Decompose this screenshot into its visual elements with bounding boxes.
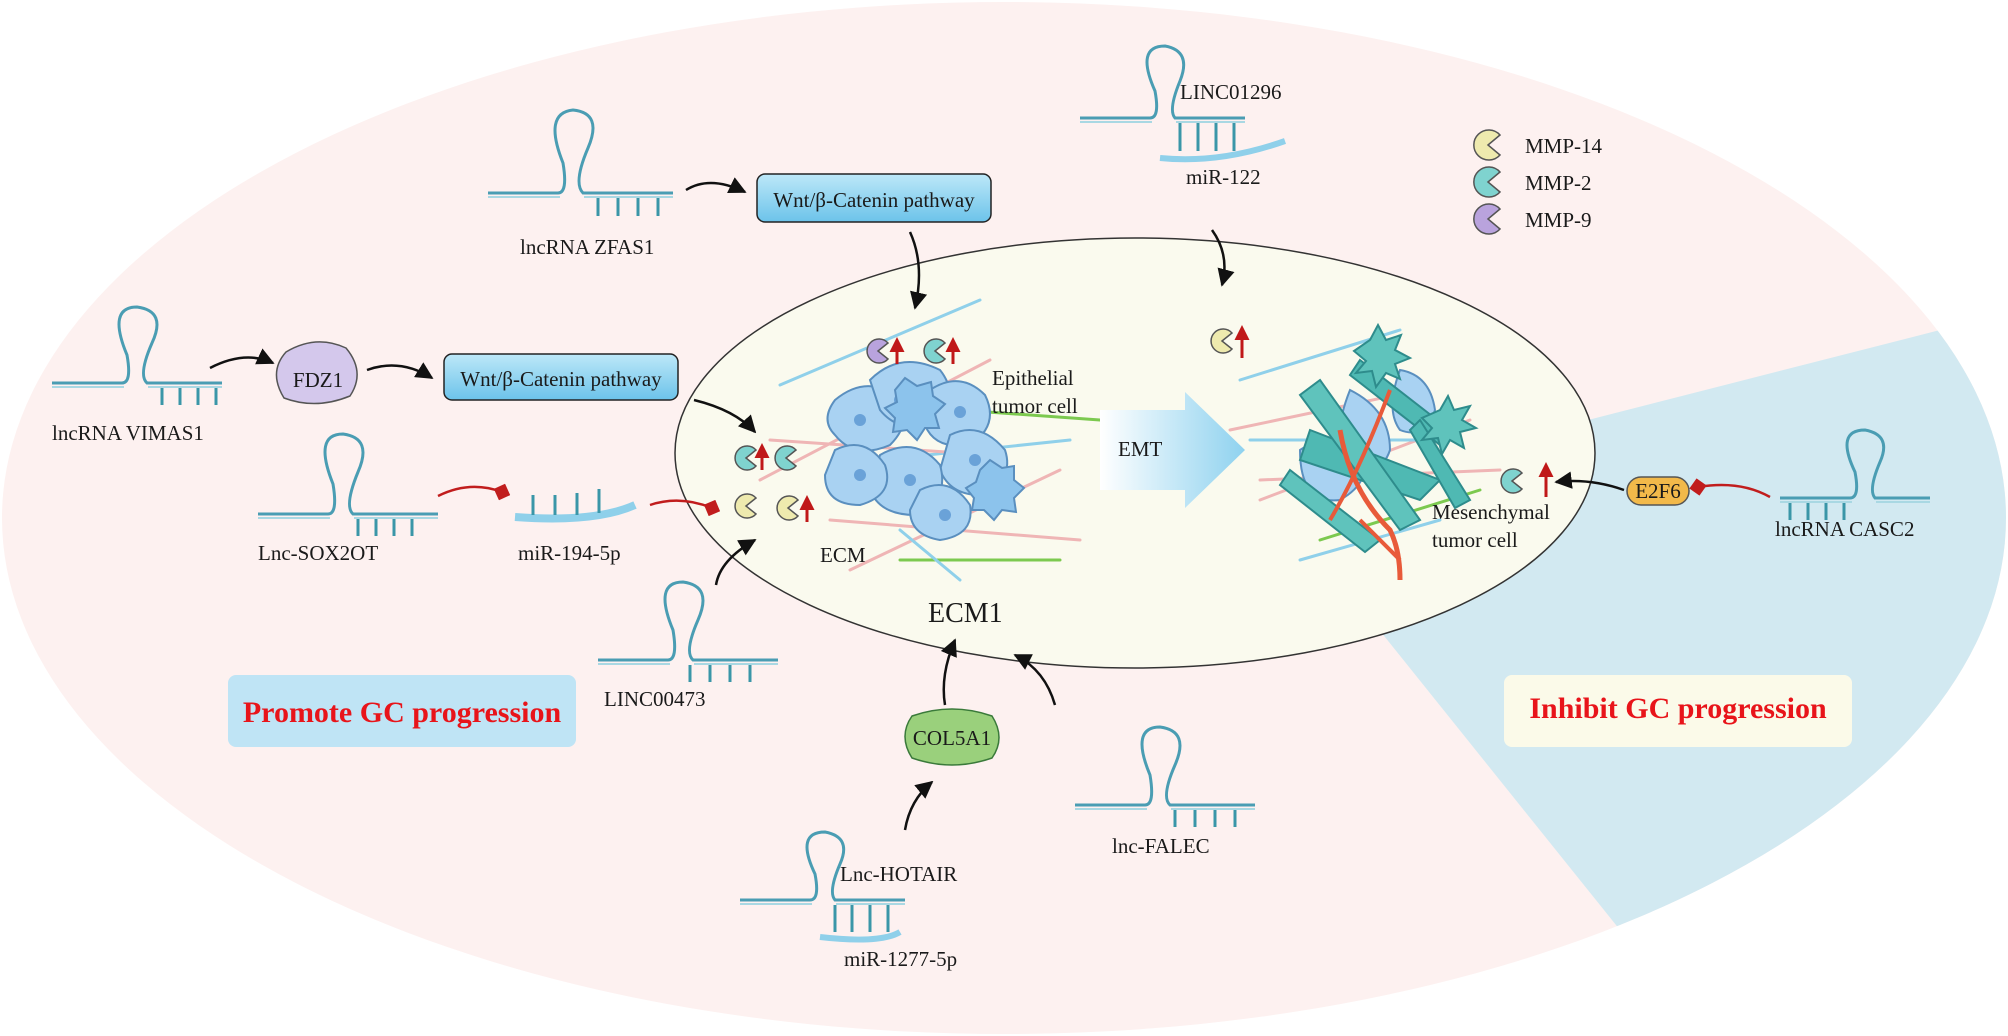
lncrna-casc2-glyph — [1780, 428, 1930, 520]
legend-label-mmp2: MMP-2 — [1525, 171, 1592, 195]
mir-194-glyph — [514, 489, 637, 523]
col5a1-blob — [904, 708, 1000, 766]
lncrna-zfas1-glyph — [488, 108, 673, 216]
rna-glyphs — [52, 44, 1930, 943]
linc01296-glyph — [1080, 44, 1287, 163]
lnc-vimas1-label: lncRNA VIMAS1 — [52, 421, 204, 445]
wnt-pathway-box-mid — [443, 353, 679, 401]
lnc-hotair-glyph — [740, 830, 905, 943]
mir1277-label: miR-1277-5p — [844, 947, 957, 971]
arrow-wnt-ecm1-mid — [693, 398, 757, 434]
inhibit-badge-text: Inhibit GC progression — [1529, 692, 1827, 725]
arrow-zfas1-wnt — [685, 177, 747, 194]
col5a1-label: COL5A1 — [913, 726, 991, 750]
wnt-mid-label: Wnt/β-Catenin pathway — [460, 367, 662, 391]
mmp2-marker — [734, 445, 758, 471]
legend — [1473, 129, 1502, 235]
inhibit-sox2ot-mir194 — [437, 483, 511, 501]
legend-label-mmp14: MMP-14 — [1525, 134, 1603, 158]
emt-arrow — [1100, 392, 1245, 508]
arrow-falec-ecm1 — [1013, 653, 1057, 706]
wnt-pathway-box-top — [756, 173, 992, 223]
lnc-sox2ot-label: Lnc-SOX2OT — [258, 541, 378, 565]
lncrna-vimas1-glyph — [52, 305, 222, 405]
arrow-col5a1-ecm1 — [940, 638, 957, 706]
inhibit-badge — [1504, 675, 1852, 747]
lnc-sox2ot-glyph — [258, 432, 438, 536]
ecm1-label: ECM1 — [928, 598, 1003, 629]
promote-badge-text: Promote GC progression — [243, 696, 562, 729]
fdz1-blob — [275, 341, 358, 405]
lnc-falec-label: lnc-FALEC — [1112, 834, 1210, 858]
linc00473-glyph — [598, 580, 778, 682]
inhibit-mir194-ecm1 — [649, 499, 721, 517]
linc00473-label: LINC00473 — [604, 687, 706, 711]
e2f6-label: E2F6 — [1635, 479, 1681, 503]
mmp2-marker — [923, 338, 947, 364]
lnc-hotair-label: Lnc-HOTAIR — [840, 862, 957, 886]
epithelial-label-1: Epithelial — [992, 366, 1074, 390]
lnc-zfas1-label: lncRNA ZFAS1 — [520, 235, 654, 259]
mmp2-marker — [1500, 468, 1524, 494]
e2f6-pill — [1626, 476, 1690, 506]
wnt-top-label: Wnt/β-Catenin pathway — [773, 188, 975, 212]
arrow-hotair-col5a1 — [903, 780, 934, 831]
mir194-label: miR-194-5p — [518, 541, 621, 565]
arrow-fdz1-wnt — [366, 362, 434, 380]
mesenchymal-tumor-cells — [1278, 322, 1479, 581]
mmp2-marker — [774, 445, 798, 471]
legend-swatch — [1473, 166, 1502, 198]
lnc-casc2-label: lncRNA CASC2 — [1775, 517, 1914, 541]
mmp14-marker — [734, 493, 758, 519]
fdz1-label: FDZ1 — [293, 368, 343, 392]
arrow-linc00473-ecm1 — [714, 538, 757, 586]
mesenchymal-label-1: Mesenchymal — [1432, 500, 1550, 524]
emt-label: EMT — [1118, 437, 1163, 461]
lnc-falec-glyph — [1075, 725, 1255, 827]
epithelial-tumor-cells — [823, 361, 1026, 542]
legend-label-mmp9: MMP-9 — [1525, 208, 1592, 232]
arrow-linc01296-ecm1 — [1210, 229, 1235, 287]
arrow-e2f6-ecm1 — [1554, 471, 1625, 492]
inhibition-lines — [437, 478, 1771, 517]
arrow-vimas1-fdz1 — [209, 348, 275, 370]
mmp14-marker — [776, 495, 800, 521]
mir122-label: miR-122 — [1186, 165, 1261, 189]
linc01296-label: LINC01296 — [1180, 80, 1282, 104]
upregulation-arrows — [754, 325, 1554, 522]
ecm-label: ECM — [820, 543, 866, 567]
legend-swatch — [1473, 129, 1502, 161]
mmp14-marker — [1210, 328, 1234, 354]
promote-badge — [228, 675, 576, 747]
legend-swatch — [1473, 203, 1502, 235]
activation-arrows — [209, 177, 1625, 831]
inhibit-casc2-e2f6 — [1689, 478, 1771, 499]
mesenchymal-label-2: tumor cell — [1432, 528, 1518, 552]
mmp9-marker — [866, 338, 890, 364]
mmp-markers — [734, 328, 1524, 521]
epithelial-label-2: tumor cell — [992, 394, 1078, 418]
arrow-wnt-ecm1-top — [908, 231, 928, 310]
